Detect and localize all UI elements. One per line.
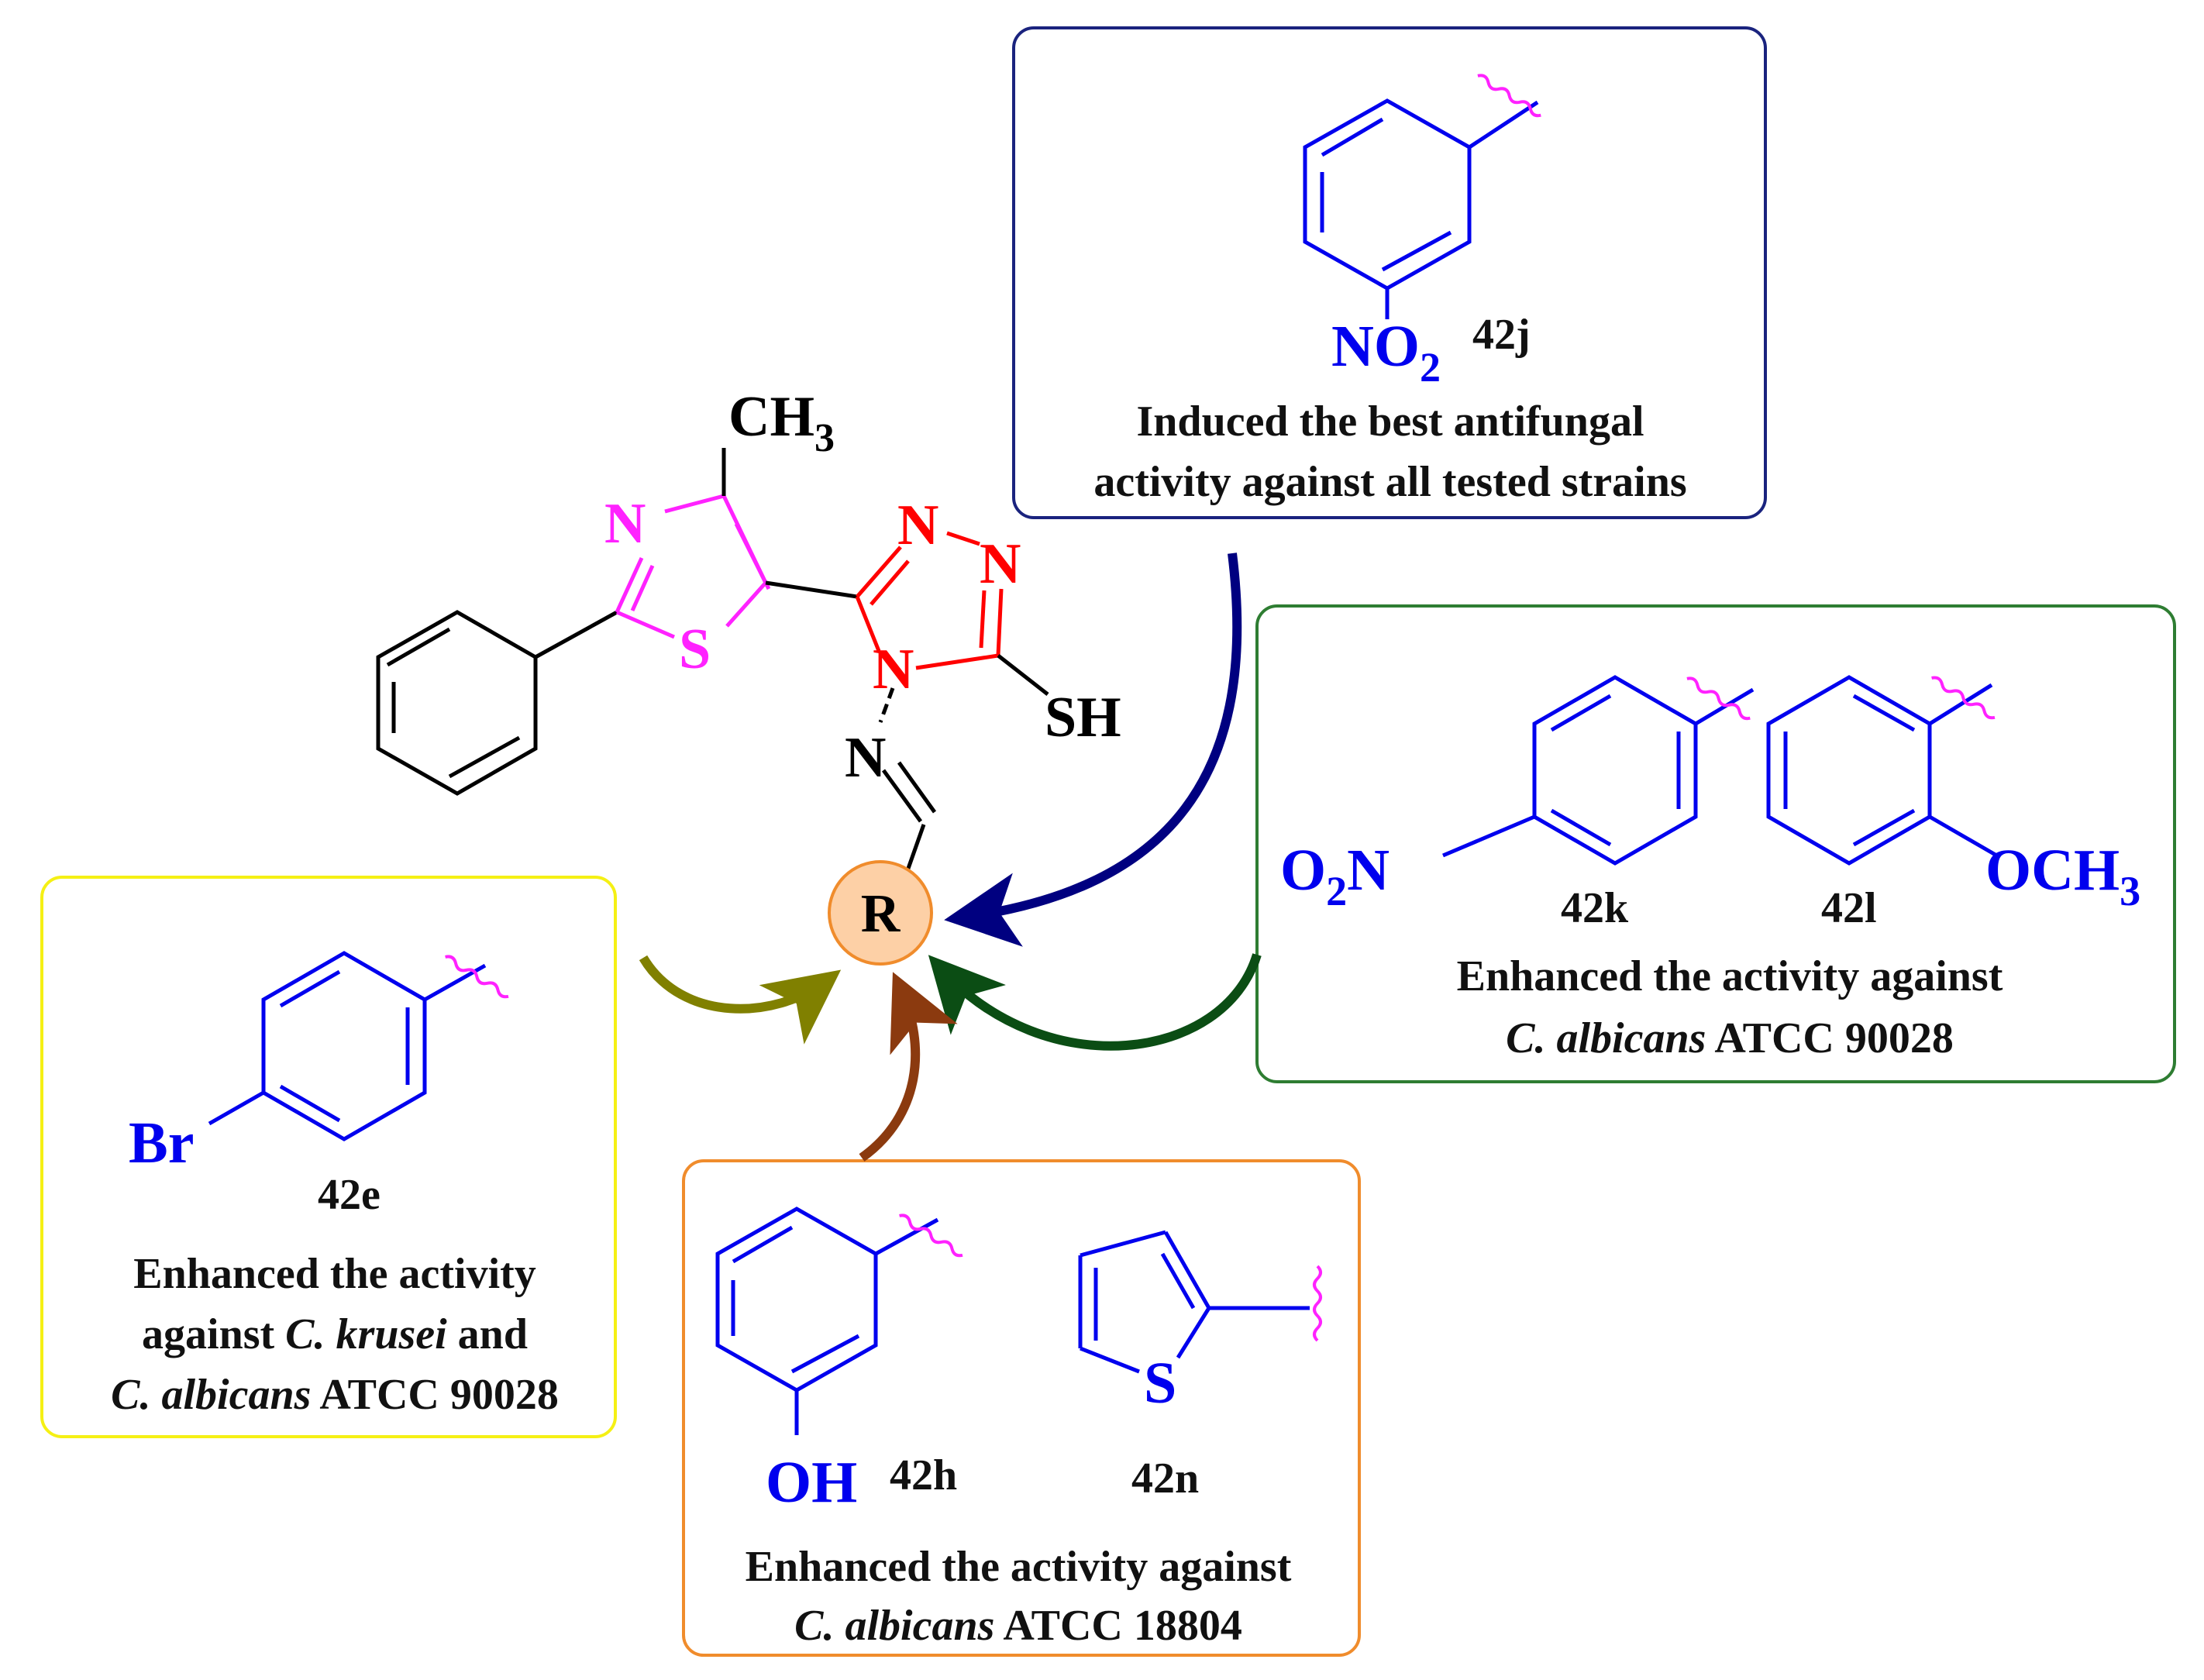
n-n-bond bbox=[878, 687, 895, 723]
wavy-attachment-42k bbox=[1686, 676, 1751, 721]
triazole-n2-label: N bbox=[980, 532, 1021, 596]
box-42k-42l bbox=[1255, 604, 2176, 1083]
caption-42e-line1: Enhanced the activity bbox=[133, 1250, 536, 1298]
caption-42e-line3: C. albicans ATCC 90028 bbox=[111, 1371, 559, 1419]
structure-42l bbox=[1766, 675, 2001, 866]
wavy-attachment-42h bbox=[899, 1214, 963, 1258]
structure-42e bbox=[208, 951, 487, 1141]
triazole-n4-label: N bbox=[873, 638, 914, 701]
phenyl-ring bbox=[376, 610, 618, 796]
thiazole-triazole-bond bbox=[765, 580, 858, 599]
triazole-n1-label: N bbox=[897, 494, 938, 557]
compound-label-42h: 42h bbox=[890, 1451, 957, 1499]
compound-label-42j: 42j bbox=[1472, 311, 1531, 359]
thiophene-s-label: S bbox=[1144, 1351, 1176, 1416]
wavy-attachment-42e bbox=[445, 955, 509, 999]
caption-42j-line2: activity against all tested strains bbox=[1093, 458, 1686, 506]
thiazole-ring bbox=[615, 494, 771, 639]
box-42j bbox=[1012, 26, 1767, 519]
thiol-label: SH bbox=[1045, 686, 1121, 749]
caption-42k-42l-line2: C. albicans ATCC 90028 bbox=[1506, 1014, 1954, 1062]
arrow-42k-42l bbox=[928, 953, 1262, 1051]
thiazole-s-label: S bbox=[679, 618, 711, 681]
thiol-bond bbox=[997, 654, 1049, 696]
substituent-label-42l: OCH3 bbox=[1985, 838, 2140, 914]
structure-42j bbox=[1303, 98, 1539, 319]
r-group-label: R bbox=[861, 884, 901, 944]
caption-42j-line1: Induced the best antifungal bbox=[1136, 398, 1644, 446]
substituent-label-42j: NO2 bbox=[1331, 314, 1441, 391]
box-42e bbox=[40, 876, 617, 1438]
wavy-attachment-42l bbox=[1931, 676, 1996, 720]
structure-42k bbox=[1442, 675, 1755, 866]
thiazole-n-label: N bbox=[604, 492, 646, 556]
r-group-circle bbox=[828, 860, 933, 966]
arrow-42h-42n bbox=[859, 972, 958, 1162]
arrow-42j bbox=[944, 553, 1242, 947]
substituent-label-42h: OH bbox=[766, 1450, 857, 1515]
caption-42e-line2: against C. krusei and bbox=[142, 1310, 528, 1358]
compound-label-42e: 42e bbox=[318, 1171, 381, 1219]
box-42h-42n bbox=[682, 1159, 1361, 1657]
triazole-ring bbox=[855, 531, 1004, 670]
substituent-label-42k: O2N bbox=[1280, 838, 1390, 914]
structure-42h bbox=[715, 1207, 939, 1435]
caption-42k-42l-line1: Enhanced the activity against bbox=[1457, 952, 2003, 1000]
wavy-attachment-42n bbox=[1313, 1265, 1322, 1342]
arrow-42e bbox=[639, 955, 842, 1045]
compound-label-42l: 42l bbox=[1821, 884, 1877, 932]
imine-n-label: N bbox=[845, 726, 886, 790]
methyl-label: CH3 bbox=[728, 385, 835, 460]
substituent-label-42e: Br bbox=[129, 1110, 194, 1176]
wavy-attachment-42j bbox=[1477, 74, 1541, 118]
caption-42h-42n-line2: C. albicans ATCC 18804 bbox=[794, 1602, 1242, 1650]
structure-42n bbox=[1078, 1230, 1310, 1374]
caption-42h-42n-line1: Enhanced the activity against bbox=[746, 1543, 1292, 1591]
imine-bond bbox=[881, 761, 937, 823]
compound-label-42k: 42k bbox=[1561, 884, 1629, 932]
compound-label-42n: 42n bbox=[1131, 1455, 1199, 1503]
